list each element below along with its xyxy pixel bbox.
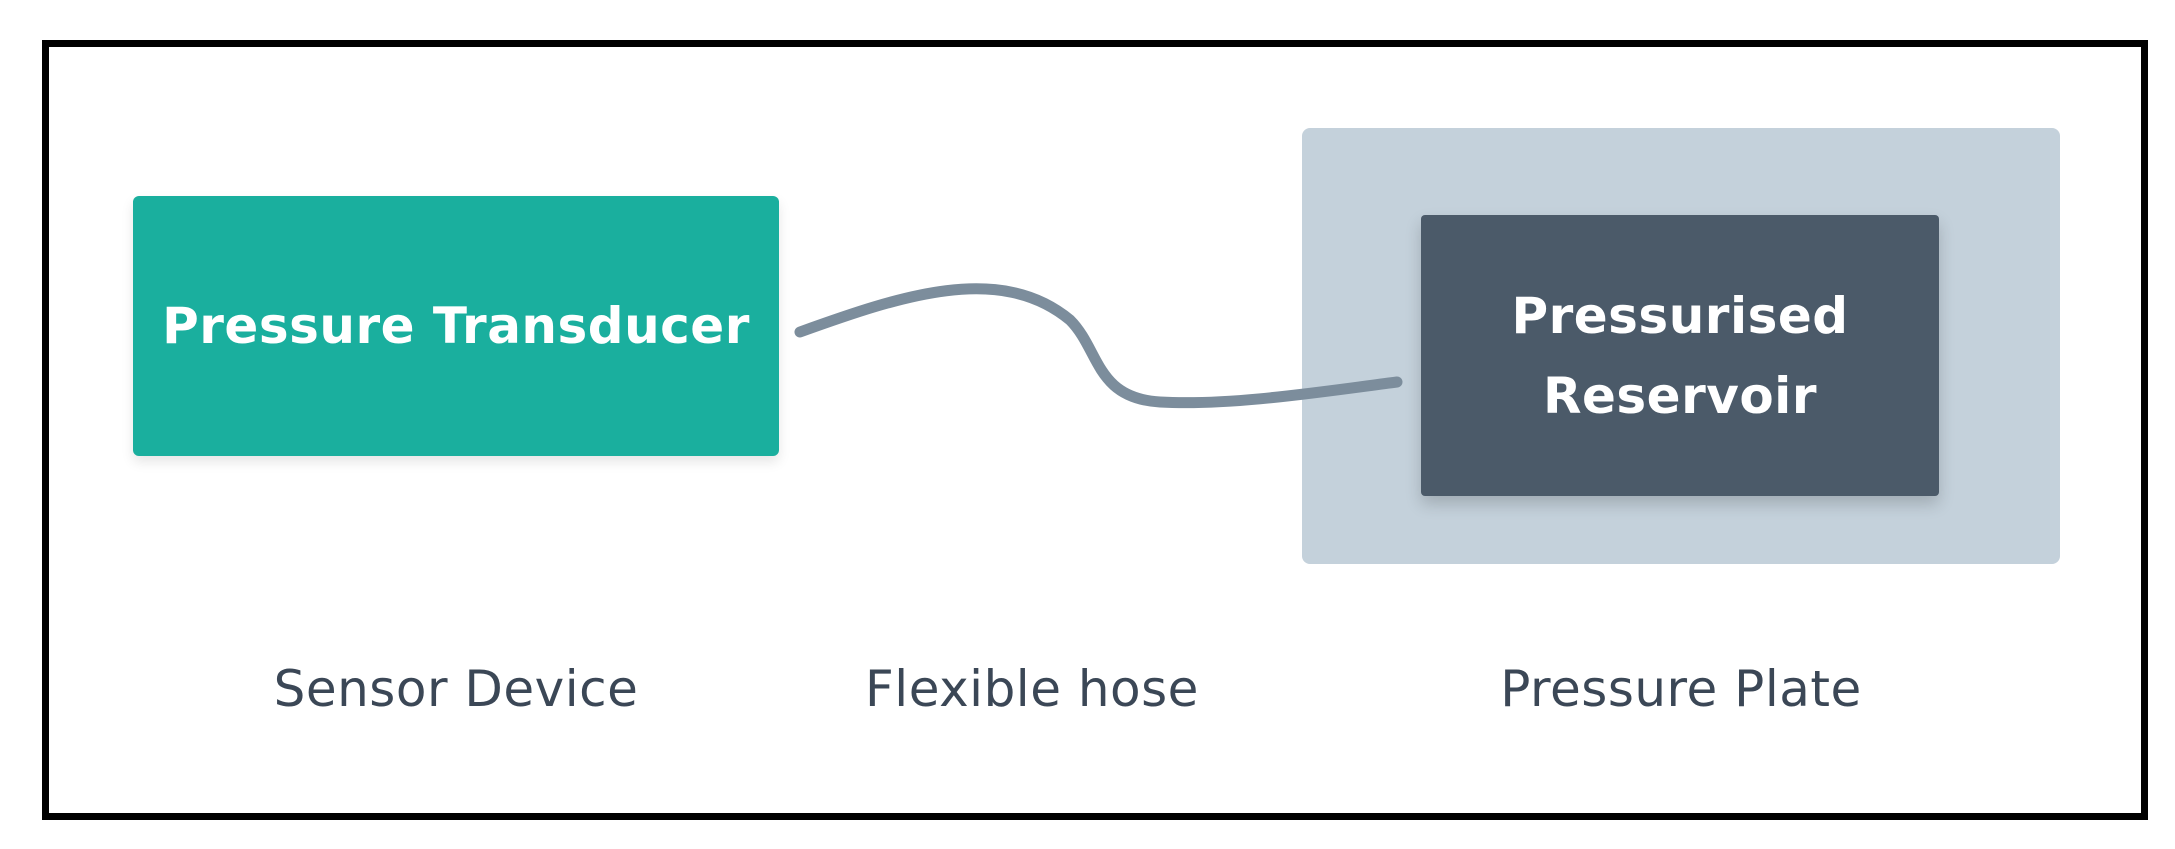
pressure-transducer-label: Pressure Transducer — [162, 297, 750, 355]
flexible-hose-caption: Flexible hose — [865, 660, 1199, 718]
pressure-plate-caption: Pressure Plate — [1500, 660, 1862, 718]
hose-line — [794, 283, 1403, 409]
pressure-transducer-box: Pressure Transducer — [133, 196, 779, 456]
pressurised-reservoir-box: Pressurised Reservoir — [1421, 215, 1939, 496]
pressurised-reservoir-label: Pressurised Reservoir — [1511, 286, 1849, 425]
sensor-device-caption: Sensor Device — [273, 660, 639, 718]
